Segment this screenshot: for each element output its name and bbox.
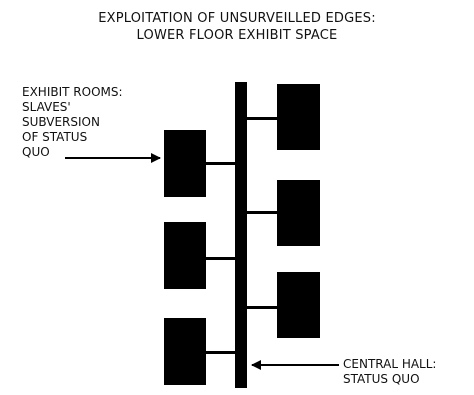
diagram-title-line-2: LOWER FLOOR EXHIBIT SPACE bbox=[136, 28, 338, 43]
left-connector-1 bbox=[206, 162, 235, 165]
right-connector-1 bbox=[247, 117, 277, 120]
right-connector-3 bbox=[247, 306, 277, 309]
central-hall bbox=[235, 82, 247, 388]
exhibit-label-line-1: EXHIBIT ROOMS: bbox=[22, 85, 123, 99]
right-connector-2 bbox=[247, 211, 277, 214]
exhibit-room-right-3 bbox=[277, 272, 320, 338]
hall-label-line-2: STATUS QUO bbox=[343, 372, 420, 386]
exhibit-room-left-3 bbox=[164, 318, 206, 385]
left-connector-3 bbox=[206, 351, 235, 354]
left-connector-2 bbox=[206, 257, 235, 260]
exhibit-room-right-1 bbox=[277, 84, 320, 150]
hall-label-line-1: CENTRAL HALL: bbox=[343, 357, 437, 371]
exhibit-label-line-2: SLAVES' bbox=[22, 100, 71, 114]
exhibit-label-line-4: OF STATUS bbox=[22, 130, 88, 144]
exhibit-room-left-1 bbox=[164, 130, 206, 197]
exhibit-room-left-2 bbox=[164, 222, 206, 289]
exhibit-rooms-label: EXHIBIT ROOMS: SLAVES' SUBVERSION OF STA… bbox=[22, 85, 123, 160]
central-hall-label: CENTRAL HALL: STATUS QUO bbox=[343, 357, 436, 387]
exhibit-label-line-3: SUBVERSION bbox=[22, 115, 100, 129]
exhibit-label-line-5: QUO bbox=[22, 145, 50, 159]
exhibit-room-right-2 bbox=[277, 180, 320, 246]
diagram-title-line-1: EXPLOITATION OF UNSURVEILLED EDGES: bbox=[98, 11, 376, 26]
